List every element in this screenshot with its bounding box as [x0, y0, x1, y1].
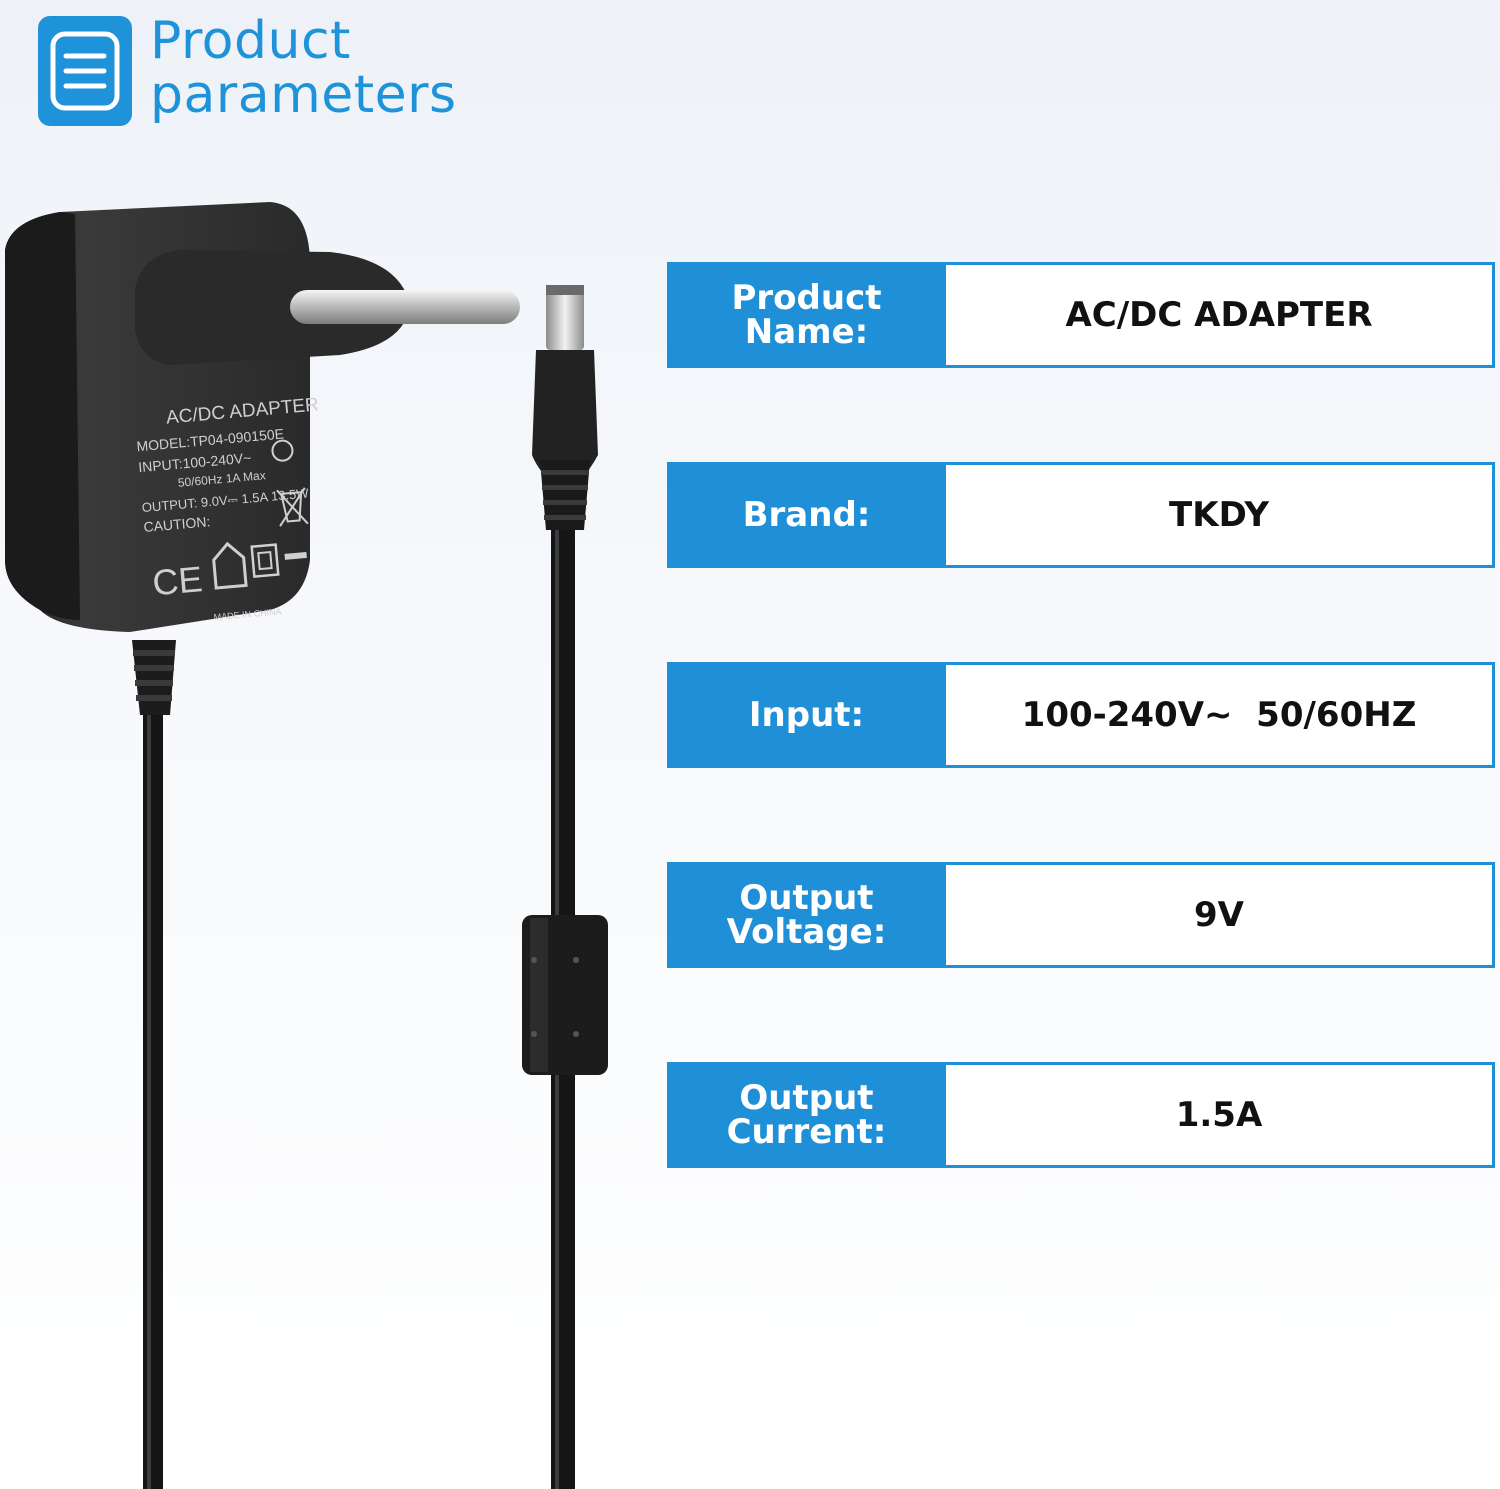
adapter-body: AC/DC ADAPTER MODEL:TP04-090150E INPUT:1… — [5, 202, 520, 632]
efficiency-mark-icon — [271, 439, 294, 462]
spec-value: AC/DC ADAPTER — [946, 262, 1495, 368]
spec-label: Input: — [667, 662, 946, 768]
adapter-cable — [143, 715, 163, 1489]
page-title-line2: parameters — [150, 65, 457, 125]
weee-bin-icon — [276, 487, 309, 527]
indoor-house-icon — [212, 541, 248, 590]
spec-row-input: Input: 100-240V~ 50/60HZ — [667, 662, 1495, 768]
adapter-strain-relief — [132, 640, 176, 715]
spec-label: Brand: — [667, 462, 946, 568]
spec-value: TKDY — [946, 462, 1495, 568]
double-insulation-icon — [250, 543, 280, 578]
spec-label: Output Current: — [667, 1062, 946, 1168]
ce-mark-icon: CE — [151, 558, 204, 603]
adapter-product-image: AC/DC ADAPTER MODEL:TP04-090150E INPUT:1… — [5, 202, 608, 1489]
document-icon — [38, 16, 132, 126]
spec-row-product-name: Product Name: AC/DC ADAPTER — [667, 262, 1495, 368]
spec-row-output-current: Output Current: 1.5A — [667, 1062, 1495, 1168]
spec-row-brand: Brand: TKDY — [667, 462, 1495, 568]
spec-label: Output Voltage: — [667, 862, 946, 968]
spec-value: 1.5A — [946, 1062, 1495, 1168]
page-title: Product parameters — [150, 14, 457, 122]
spec-value: 9V — [946, 862, 1495, 968]
spec-value: 100-240V~ 50/60HZ — [946, 662, 1495, 768]
spec-label: Product Name: — [667, 262, 946, 368]
spec-row-output-voltage: Output Voltage: 9V — [667, 862, 1495, 968]
plug-pin — [360, 290, 520, 324]
page-title-line1: Product — [150, 11, 351, 71]
ferrite-core — [522, 915, 608, 1075]
dc-barrel-plug — [532, 285, 598, 530]
adapter-label-caution: CAUTION: — [143, 513, 211, 535]
